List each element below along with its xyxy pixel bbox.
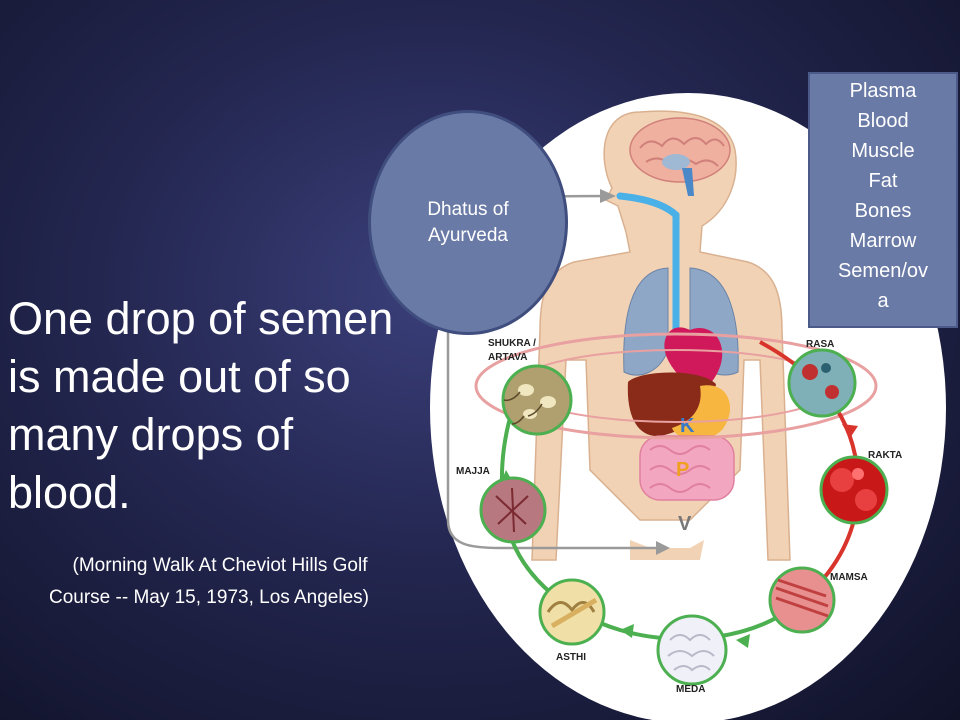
dhatus-callout-circle: Dhatus of Ayurveda [368,110,568,335]
stomach [672,385,731,440]
dhatu-list-item: Blood [857,110,909,132]
dhatu-list-item: Bones [854,200,912,222]
main-statement: One drop of semen is made out of so many… [8,293,394,518]
dhatu-list-box: Plasma Blood Muscle Fat Bones Marrow Sem… [808,72,958,328]
kapha-letter: K [680,415,695,437]
pitta-letter: P [676,459,689,481]
heart [664,327,723,394]
dhatus-callout-label: Dhatus of Ayurveda [427,198,509,246]
intestines [639,435,735,501]
brain [629,117,731,196]
dhatu-list-item: Marrow [849,230,917,252]
circulation-loop-outer [474,332,878,440]
quote-line-1: (Morning Walk At Cheviot Hills Golf [72,555,368,576]
label-rakta: RAKTA [868,450,902,461]
trachea [616,192,680,334]
tissue-shukra [501,364,573,436]
label-meda: MEDA [676,684,705,695]
label-majja: MAJJA [456,466,490,477]
tissue-meda [656,614,728,686]
dhatu-list-item: Semen/ov [837,260,929,282]
dhatu-list-item: a [877,290,889,312]
label-asthi: ASTHI [556,652,586,663]
quote-attribution: (Morning Walk At Cheviot Hills Golf Cour… [0,550,430,614]
tissue-rasa [787,348,857,418]
tissue-rakta [819,455,889,525]
tissue-mamsa [768,566,836,634]
dhatu-list-item: Muscle [851,140,915,162]
label-mamsa: MAMSA [830,572,868,583]
dhatu-list-item: Fat [868,170,898,192]
label-shukra-line2: ARTAVA [488,352,527,363]
tissue-asthi [538,578,606,646]
tissue-majja [479,476,547,544]
label-rasa: RASA [806,339,834,350]
label-shukra-line1: SHUKRA / [488,338,536,349]
dhatu-list-item: Plasma [849,80,917,102]
vata-letter: V [678,513,692,535]
quote-line-2: Course -- May 15, 1973, Los Angeles) [48,587,369,608]
